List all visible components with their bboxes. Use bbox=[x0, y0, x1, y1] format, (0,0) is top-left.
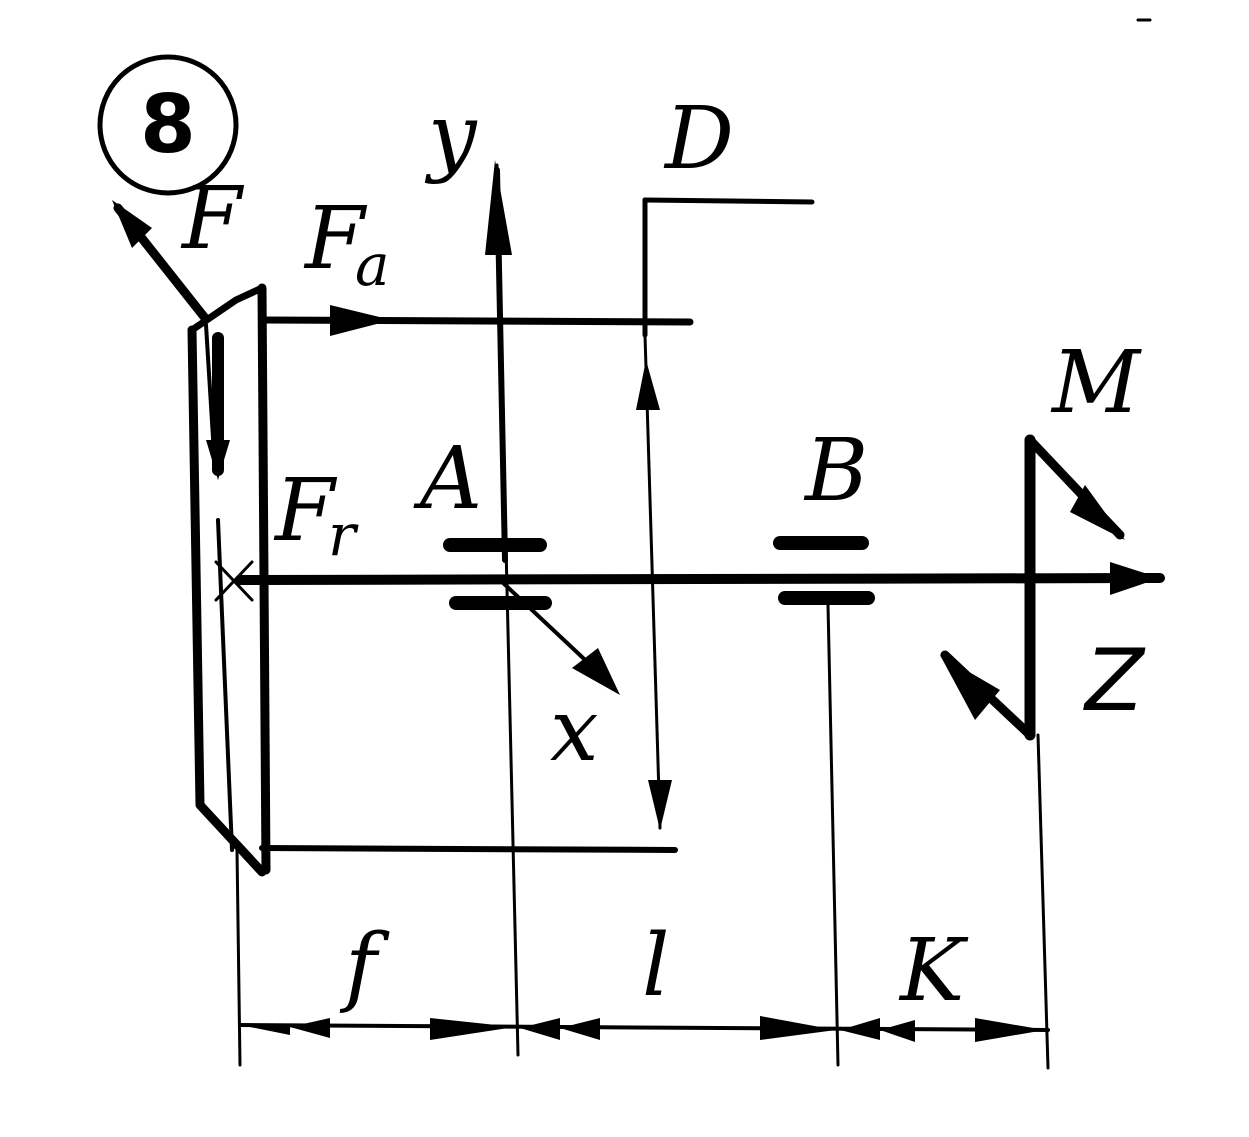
bearing-a bbox=[443, 538, 552, 610]
label-moment-m: M bbox=[1050, 333, 1142, 433]
diameter-d-dimension bbox=[636, 197, 815, 830]
ext-line-gear bbox=[235, 848, 242, 1067]
label-diameter-d: D bbox=[663, 89, 734, 189]
label-force-f: F bbox=[180, 169, 245, 269]
label-support-b: B bbox=[803, 421, 868, 521]
axis-x bbox=[498, 578, 620, 695]
figure-number-circle bbox=[97, 54, 239, 196]
dimension-line bbox=[238, 1016, 1050, 1042]
label-axis-z: Z bbox=[1083, 631, 1146, 731]
bearing-b bbox=[773, 536, 875, 605]
force-fr-arrow bbox=[206, 332, 230, 480]
label-force-fa: F a bbox=[303, 189, 390, 299]
moment-m-symbol bbox=[940, 434, 1125, 741]
label-support-a: A bbox=[413, 429, 482, 529]
label-force-fr-main: F bbox=[273, 461, 338, 561]
label-force-fr: F r bbox=[273, 461, 359, 569]
label-axis-y: y bbox=[424, 86, 478, 186]
shaft-axis-z bbox=[235, 562, 1165, 595]
force-fa-line bbox=[258, 305, 694, 336]
label-dim-f: f bbox=[339, 916, 390, 1016]
gear-bottom-line bbox=[259, 845, 678, 853]
label-dim-l: l bbox=[642, 916, 670, 1016]
label-dim-k: K bbox=[898, 921, 969, 1021]
label-force-fa-sub: a bbox=[355, 231, 390, 299]
label-axis-x: x bbox=[550, 681, 599, 781]
ext-line-b bbox=[826, 603, 840, 1067]
gear-center-cross bbox=[214, 560, 254, 602]
label-force-fr-sub: r bbox=[328, 501, 359, 569]
ext-line-m bbox=[1036, 733, 1050, 1070]
label-force-fa-main: F bbox=[303, 189, 368, 289]
figure-number: 8 bbox=[140, 78, 196, 171]
figure-number-badge: 8 bbox=[97, 54, 239, 196]
force-f-arrow bbox=[112, 200, 210, 323]
